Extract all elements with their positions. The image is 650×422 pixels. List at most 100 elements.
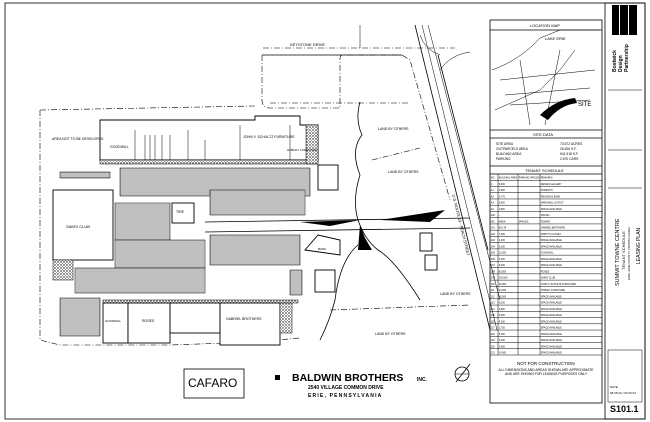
schedule-cell: SPACE AVAILABLE [541, 314, 562, 317]
route-19: U.S. ROUTE 19 - PEACH STREET [414, 24, 501, 331]
schedule-row: 100--PAVING [490, 214, 602, 218]
schedule-cell: 107 [491, 264, 496, 267]
schedule-cell: 3,200 [499, 245, 506, 248]
schedule-cell: 100 [491, 214, 496, 217]
schedule-header-cell: REMARKS [541, 177, 553, 180]
keystone-drive-label: KEYSTONE DRIVE [290, 42, 325, 47]
schedule-cell: 2,400 [499, 345, 506, 348]
tenant-label: ROSES [142, 319, 155, 323]
creek [355, 101, 421, 301]
sheet-number: S101.1 [610, 404, 639, 414]
schedule-cell: MARSHALL OUTLET [541, 202, 564, 205]
svg-text:2,670 CARS: 2,670 CARS [560, 157, 579, 161]
schedule-cell: 106 [491, 258, 496, 261]
schedule-cell: SPACE AVAILABLE [541, 239, 562, 242]
schedule-cell: 32,000 [499, 283, 507, 286]
schedule-cell: SPACE AVAILABLE [541, 327, 562, 330]
schedule-header-cell: NO. [491, 177, 496, 180]
schedule-cell: 3,400 [499, 258, 506, 261]
schedule-cell: 103 [491, 239, 496, 242]
svg-text:CAFARO: CAFARO [188, 376, 237, 390]
schedule-cell: HOBLEY FURNITURE [541, 289, 566, 292]
schedule-cell: 115 [491, 314, 495, 317]
schedule-cell: SAM'S CLUB [541, 277, 556, 280]
schedule-cell: SPACE AVAILABLE [541, 333, 562, 336]
svg-text:BUILDING AREA: BUILDING AREA [496, 152, 522, 156]
schedule-cell: 121 [491, 352, 496, 355]
route-19-label: U.S. ROUTE 19 - PEACH STREET [451, 194, 471, 257]
schedule-cell: 3,800 [499, 308, 506, 311]
date-label: DATE [610, 385, 618, 389]
tire-outparcel [171, 202, 195, 224]
cafaro-logo: CAFARO [183, 368, 245, 399]
schedule-cell: 8,400 [499, 333, 506, 336]
schedule-cell: SPACE AVAILABLE [541, 245, 562, 248]
schedule-cell: PAVING [541, 214, 550, 217]
land-label: LAND BY OTHERS [375, 332, 406, 336]
location-map: LAKE ERIE SITE [491, 29, 600, 126]
tenant-schedule-title: TENANT SCHEDULE [525, 168, 564, 173]
outparcel [314, 269, 336, 293]
developer-address: 2540 VILLAGE COMMON DRIVE [308, 385, 384, 391]
schedule-cell: PAPPY'S CLOSET [541, 233, 562, 236]
land-label: LAND BY OTHERS [388, 170, 419, 174]
firm-name: Design [618, 55, 624, 72]
schedule-cell: 118 [491, 333, 495, 336]
project-location: ERIE, ERIE COUNTY, PENNSYLVANIA [627, 227, 631, 280]
svg-text:OUTPARCELS AREA: OUTPARCELS AREA [496, 147, 529, 151]
tenant-label: BANK [318, 247, 326, 251]
svg-text:541,518 S.F.: 541,518 S.F. [560, 152, 579, 156]
schedule-header-cell: BUILDING AREA [499, 177, 518, 180]
svg-text:25.626 S.F.: 25.626 S.F. [560, 147, 577, 151]
dates: 08.05.04 / 09.26.03 [610, 391, 636, 395]
schedule-cell: GOODWILL [541, 252, 555, 255]
schedule-cell: 83,500 [499, 270, 507, 273]
schedule-cell: 120 [491, 345, 496, 348]
schedule-cell: 101 [491, 227, 496, 230]
schedule-cell: 4,800 [499, 189, 506, 192]
schedule-cell: SPACE AVAILABLE [541, 308, 562, 311]
site-label: SITE [578, 102, 591, 108]
schedule-cell: 23,000 [499, 289, 507, 292]
lake-label: LAKE ERIE [545, 36, 566, 41]
schedule-cell: TENANT [541, 220, 551, 223]
title-block: Bostwick Design Partnership SUMMIT TOWNE… [604, 2, 646, 420]
schedule-cell: REGIONAL BANK [541, 195, 561, 198]
tenant-label: JOHN V. SCHULTZ FURNITURE [243, 135, 295, 139]
schedule-cell: SPACES [519, 220, 529, 223]
schedule-header-cell: PARKING SPACES [519, 177, 540, 180]
firm-name: Partnership [624, 44, 630, 72]
developer-suffix: INC. [417, 377, 428, 383]
schedule-cell: 14,000 [499, 352, 507, 355]
south-strip-building: GOODWILL ROSES GABRIEL BROTHERS [102, 299, 299, 346]
svg-text:73.672 ACRES: 73.672 ACRES [560, 142, 583, 146]
schedule-cell: 112 [491, 295, 495, 298]
schedule-cell: NO. [491, 220, 496, 223]
schedule-cell: 104 [491, 245, 496, 248]
schedule-cell: GABRIEL BROTHERS [541, 227, 566, 230]
schedule-cell: SPACE AVAILABLE [541, 208, 562, 211]
schedule-cell: 4,200 [499, 320, 506, 323]
schedule-cell: 117 [491, 327, 495, 330]
schedule-cell: A [491, 183, 493, 186]
schedule-cell: 116 [491, 320, 495, 323]
firm-name: Bostwick [612, 50, 618, 72]
bullet [275, 375, 280, 380]
schedule-cell: 113 [491, 302, 495, 305]
schedule-cell: DESIGN GALLERY [541, 183, 562, 186]
